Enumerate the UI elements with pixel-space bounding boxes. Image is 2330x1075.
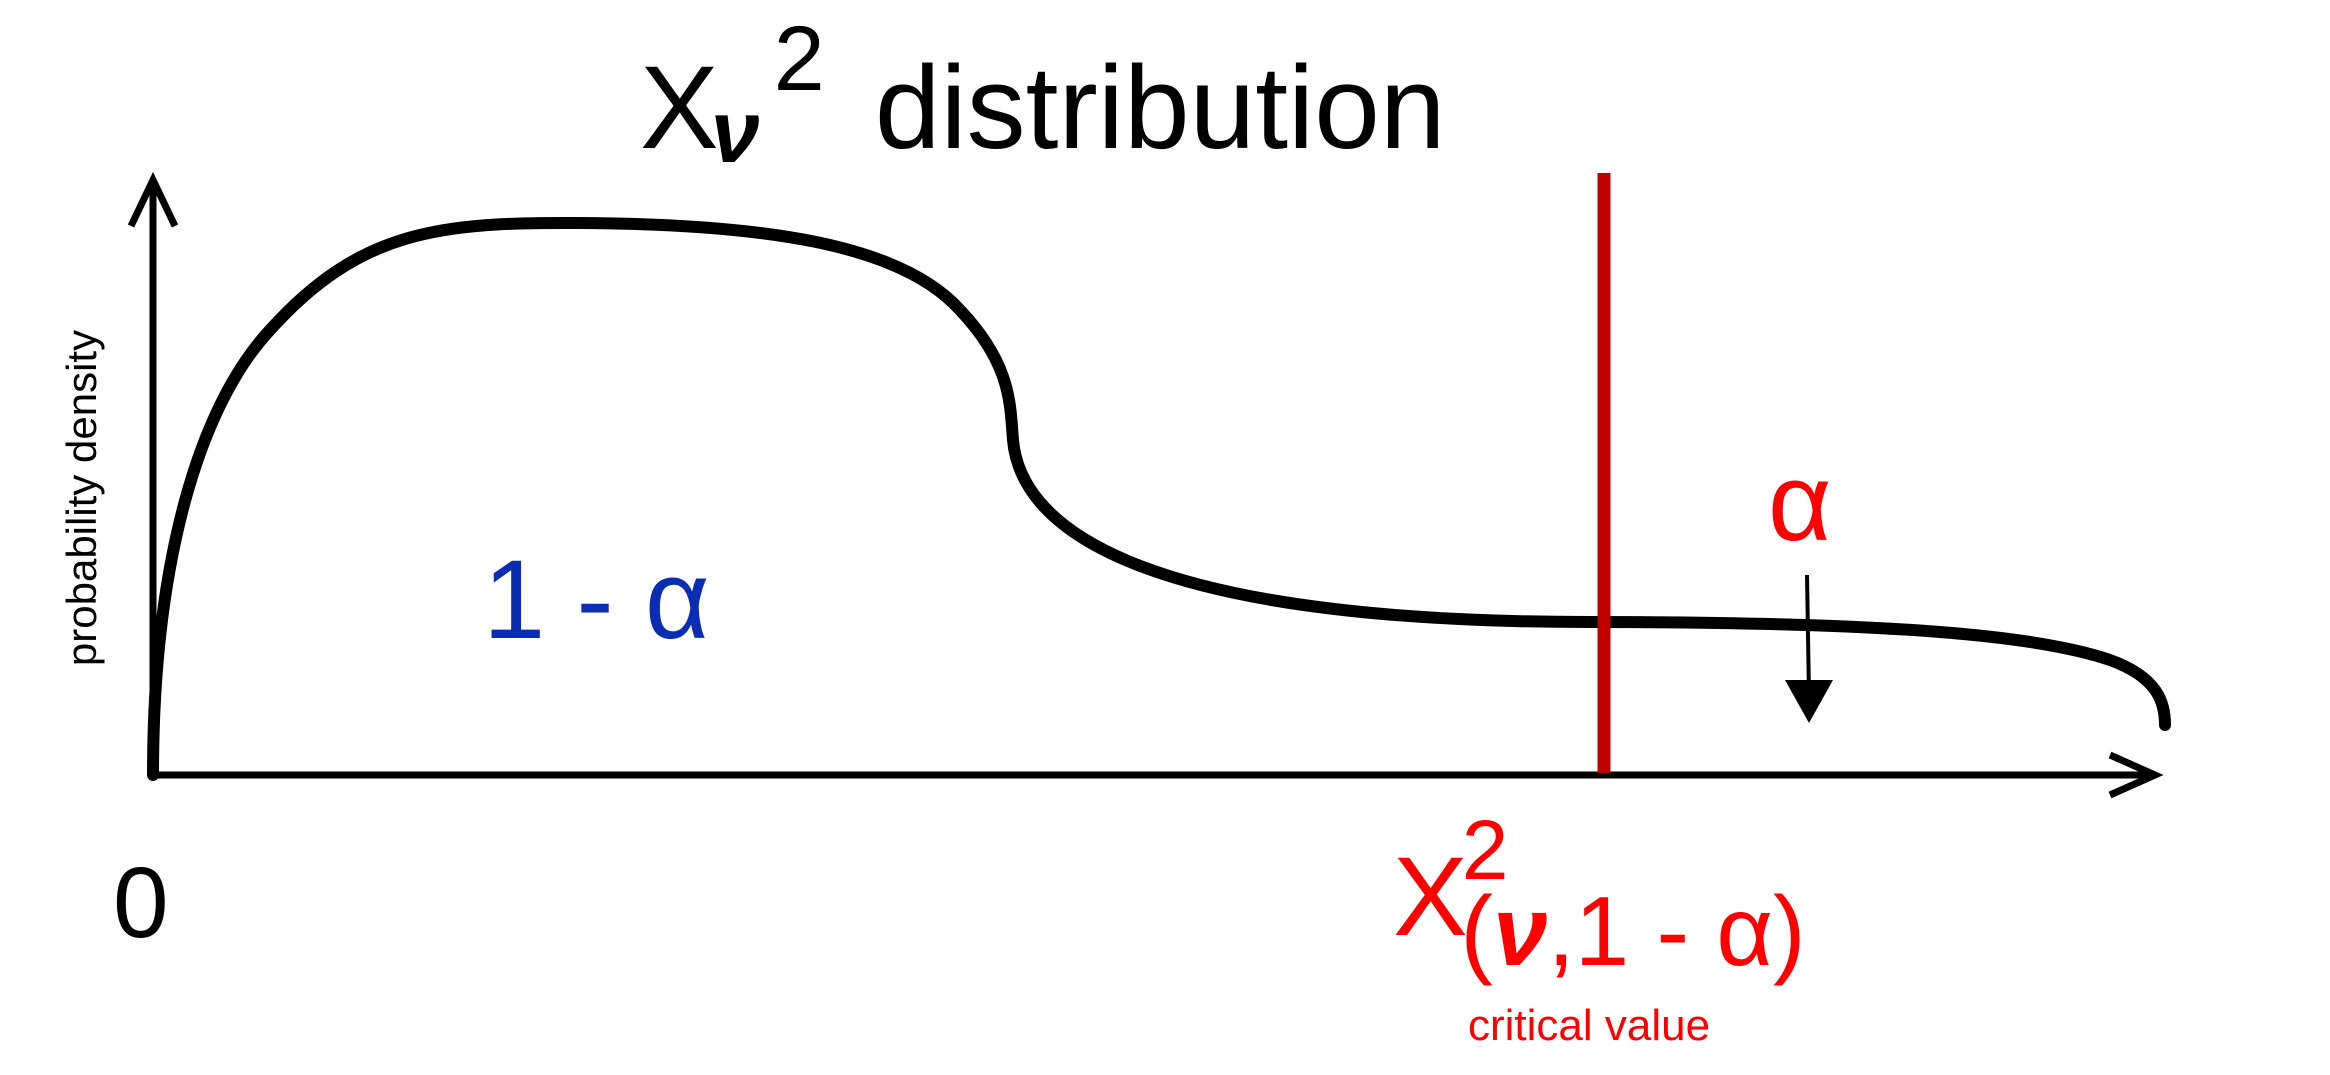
critical-subscript-rest: ,1 - α) xyxy=(1548,876,1806,986)
region-right-label: α xyxy=(1768,441,1832,564)
y-axis-label: probability density xyxy=(58,330,105,666)
critical-subscript-nu: ν xyxy=(1493,876,1548,986)
y-axis-arrowhead xyxy=(127,171,179,228)
region-left-label: 1 - α xyxy=(483,537,710,662)
title-subscript: ν xyxy=(711,82,760,181)
title-superscript: 2 xyxy=(774,8,825,110)
critical-symbol: X xyxy=(1393,834,1468,959)
critical-value-caption: critical value xyxy=(1468,1001,1710,1050)
critical-superscript: 2 xyxy=(1462,803,1509,897)
critical-value-label: X2(ν,1 - α) xyxy=(1393,803,1806,986)
alpha-arrow-shaft xyxy=(1805,574,1811,696)
title-symbol: X xyxy=(640,42,719,174)
x-axis-arrowhead xyxy=(2108,751,2164,799)
title: Xν2 distribution xyxy=(640,8,1445,181)
title-text: distribution xyxy=(875,42,1446,174)
alpha-arrow-head xyxy=(1785,680,1833,723)
critical-subscript-open: ( xyxy=(1460,876,1493,986)
origin-label: 0 xyxy=(113,847,169,959)
density-curve xyxy=(147,216,2171,781)
